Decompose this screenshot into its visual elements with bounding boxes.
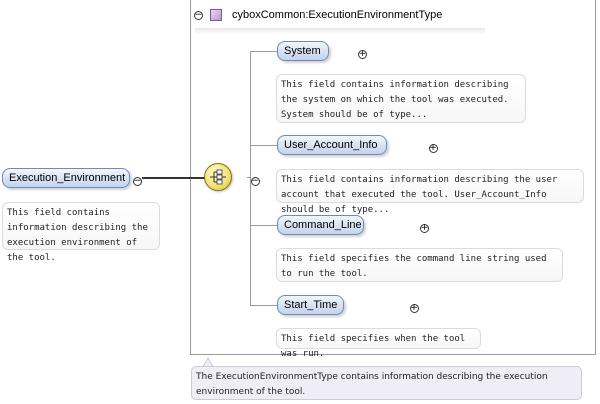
command-line-expand-icon[interactable]: + xyxy=(420,223,429,233)
type-description: The ExecutionEnvironmentType contains in… xyxy=(191,366,582,400)
user-account-info-expand-icon[interactable]: + xyxy=(428,143,438,153)
element-command-line[interactable]: Command_Line xyxy=(277,215,364,235)
element-label: Start_Time xyxy=(284,299,338,311)
start-time-expand-icon[interactable]: + xyxy=(409,303,419,313)
system-description: This field contains information describi… xyxy=(276,74,526,123)
element-label: System xyxy=(284,45,321,57)
type-collapse-icon[interactable]: − xyxy=(194,9,203,20)
element-system[interactable]: System xyxy=(277,41,329,61)
callout-pointer xyxy=(201,357,215,368)
bracket-link xyxy=(247,177,251,178)
element-label: Execution_Environment xyxy=(9,172,126,184)
element-label: Command_Line xyxy=(284,219,362,231)
sequence-compositor-icon[interactable] xyxy=(204,163,232,191)
start-time-description: This field specifies when the tool was r… xyxy=(276,328,481,359)
user-account-info-description: This field contains information describi… xyxy=(276,169,584,215)
branch-system xyxy=(250,51,277,52)
command-line-description: This field specifies the command line st… xyxy=(276,248,563,282)
system-expand-icon[interactable]: + xyxy=(358,49,367,59)
branch-user-account-info xyxy=(250,145,277,146)
element-start-time[interactable]: Start_Time xyxy=(277,295,344,315)
complex-type-icon xyxy=(210,9,222,21)
root-connector xyxy=(142,177,206,179)
element-user-account-info[interactable]: User_Account_Info xyxy=(277,135,387,155)
branch-command-line xyxy=(250,225,277,226)
branch-start-time xyxy=(250,305,277,306)
element-label: User_Account_Info xyxy=(284,139,378,151)
root-description: This field contains information describi… xyxy=(2,202,160,263)
element-execution-environment[interactable]: Execution_Environment xyxy=(2,168,130,188)
children-bracket xyxy=(250,51,251,305)
root-collapse-icon[interactable]: − xyxy=(133,176,142,186)
type-title: cyboxCommon:ExecutionEnvironmentType xyxy=(232,9,443,21)
header-divider xyxy=(195,28,485,34)
sequence-collapse-icon[interactable]: − xyxy=(250,176,260,186)
type-header: − cyboxCommon:ExecutionEnvironmentType xyxy=(192,4,594,26)
